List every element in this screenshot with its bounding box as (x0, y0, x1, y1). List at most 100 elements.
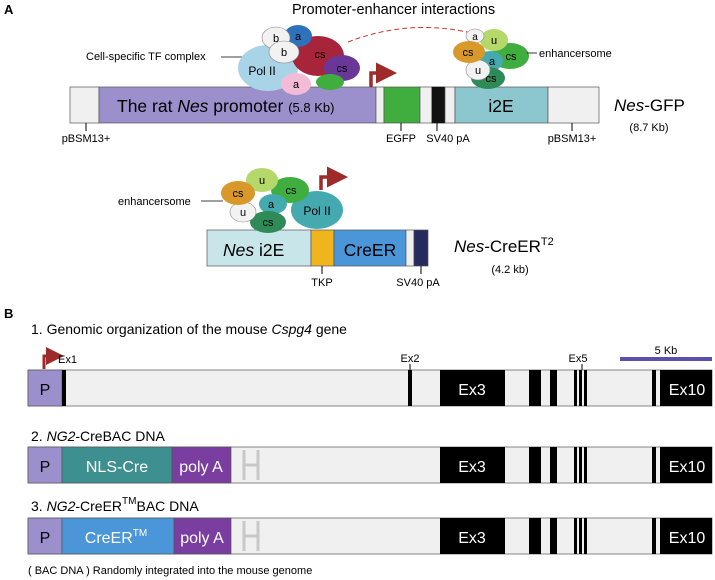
gap-segment-3 (444, 86, 456, 124)
nes-promoter-segment (98, 86, 377, 124)
enhancersome-2 (221, 168, 343, 233)
i2e-segment (454, 86, 549, 124)
row3-cre-label: CreERTM (85, 528, 147, 547)
enhancersome-2-label: enhancersome (118, 196, 191, 208)
enh2-cs2: cs (286, 185, 298, 197)
label-tkp: TKP (311, 277, 332, 289)
row1-ex3-label: Ex3 (458, 382, 486, 399)
tkp-segment (310, 229, 335, 267)
enh1-a2: a (489, 56, 496, 68)
row2-p-label: P (40, 459, 51, 476)
row3-polya-label: poly A (180, 530, 224, 547)
enh2-u2: u (240, 207, 246, 219)
row2-ex10 (660, 447, 712, 483)
row1-ex4a (529, 370, 541, 406)
gene-map-row1 (27, 369, 713, 407)
tf-complex (238, 25, 360, 95)
enh2-cs-bottom (250, 211, 286, 233)
row3-ex5a (574, 518, 577, 554)
label-egfp: EGFP (386, 133, 416, 145)
egfp-segment (383, 86, 421, 124)
row2-ex5c (584, 447, 587, 483)
row3-ex4a (529, 518, 541, 554)
row1-p-label: P (40, 382, 51, 399)
nes-i2e-label: Nes i2E (223, 240, 284, 260)
enh2-a: a (268, 199, 275, 211)
row2-ex4b (550, 447, 557, 483)
tss-arrow-2 (319, 166, 348, 190)
row3-p-label: P (40, 530, 51, 547)
tf-cs2: cs (337, 63, 349, 75)
tf-a2: a (293, 79, 300, 91)
row2-ex3-label: Ex3 (458, 459, 486, 476)
row3-poly-a (173, 517, 232, 555)
enh1-cs2: cs (506, 51, 518, 63)
enh2-u: u (259, 175, 265, 187)
enh2-u-lime (246, 168, 278, 192)
footnote: ( BAC DNA ) Randomly integrated into the… (28, 565, 312, 577)
enh2-cs1: cs (233, 188, 245, 200)
label-pbsm-left: pBSM13+ (62, 133, 111, 145)
row1-ex2 (408, 370, 412, 406)
row2-promoter (27, 446, 63, 484)
enh2-cs-gold (221, 181, 255, 205)
row2-nls-cre (61, 446, 173, 484)
panel-a-letter: A (4, 2, 14, 17)
nes-creer-name: Nes-CreERT2 (454, 236, 554, 256)
row3-deletion-bracket (242, 521, 260, 551)
enh1-cs3: cs (486, 73, 498, 85)
gap-segment-4 (405, 229, 415, 267)
tf-blob-green (316, 74, 344, 90)
scale-label: 5 Kb (655, 345, 678, 357)
row2-ex4a (529, 447, 541, 483)
row3-creer (61, 517, 175, 555)
row3-ex5c (584, 518, 587, 554)
row1-backbone (27, 369, 713, 407)
row1-ex1 (62, 370, 66, 406)
row3-ex9 (652, 518, 656, 554)
row3-ex10-label: Ex10 (669, 530, 706, 547)
row1-ex5c (584, 370, 587, 406)
label-sv40-1: SV40 pA (426, 133, 470, 145)
row2-ex3 (440, 447, 505, 483)
b-blob-bottom (268, 40, 300, 64)
gap-segment-2 (419, 86, 433, 124)
row1-title: 1. Genomic organization of the mouse Csp… (31, 321, 347, 337)
nes-gfp-name: Nes-GFP (614, 96, 685, 115)
enhancersome-1 (453, 28, 529, 89)
nes-creer-size: (4.2 kb) (491, 264, 528, 276)
label-sv40-2: SV40 pA (396, 277, 440, 289)
row2-poly-a (171, 446, 232, 484)
row1-ex3 (440, 370, 505, 406)
nes-i2e-segment (206, 229, 312, 267)
label-pbsm-right: pBSM13+ (548, 133, 597, 145)
row3-ex5b (579, 518, 582, 554)
nes-creer-construct (206, 229, 429, 267)
pol-ii-label-1: Pol II (248, 64, 275, 78)
enh1-u-lime (480, 29, 508, 51)
nes-gfp-construct (69, 86, 600, 124)
enh1-cs1: cs (463, 47, 475, 59)
enh2-cs3: cs (263, 217, 275, 229)
row3-ex4b (550, 518, 557, 554)
row2-ex9 (652, 447, 656, 483)
row3-title: 3. NG2-CreERTMBAC DNA (31, 496, 199, 514)
row1-ex4b (550, 370, 557, 406)
row2-ex10-label: Ex10 (669, 459, 706, 476)
row2-deletion-bracket (242, 450, 260, 480)
panel-a-title: Promoter-enhancer interactions (292, 2, 495, 18)
row2-ex5b (579, 447, 582, 483)
row2-ex5a (574, 447, 577, 483)
sv40-pa-segment-2 (413, 229, 429, 267)
a-blob-blue (284, 25, 312, 47)
row3-ex3 (440, 518, 505, 554)
vector-right-segment (547, 86, 600, 124)
row1-promoter (27, 369, 63, 407)
row2-cre-label: NLS-Cre (86, 459, 148, 476)
a-blob-pink (281, 73, 311, 95)
enh1-cs-gold (453, 41, 485, 63)
creer-label: CreER (344, 240, 397, 260)
tf-b2: b (281, 47, 287, 59)
label-ex1: Ex1 (58, 354, 77, 366)
